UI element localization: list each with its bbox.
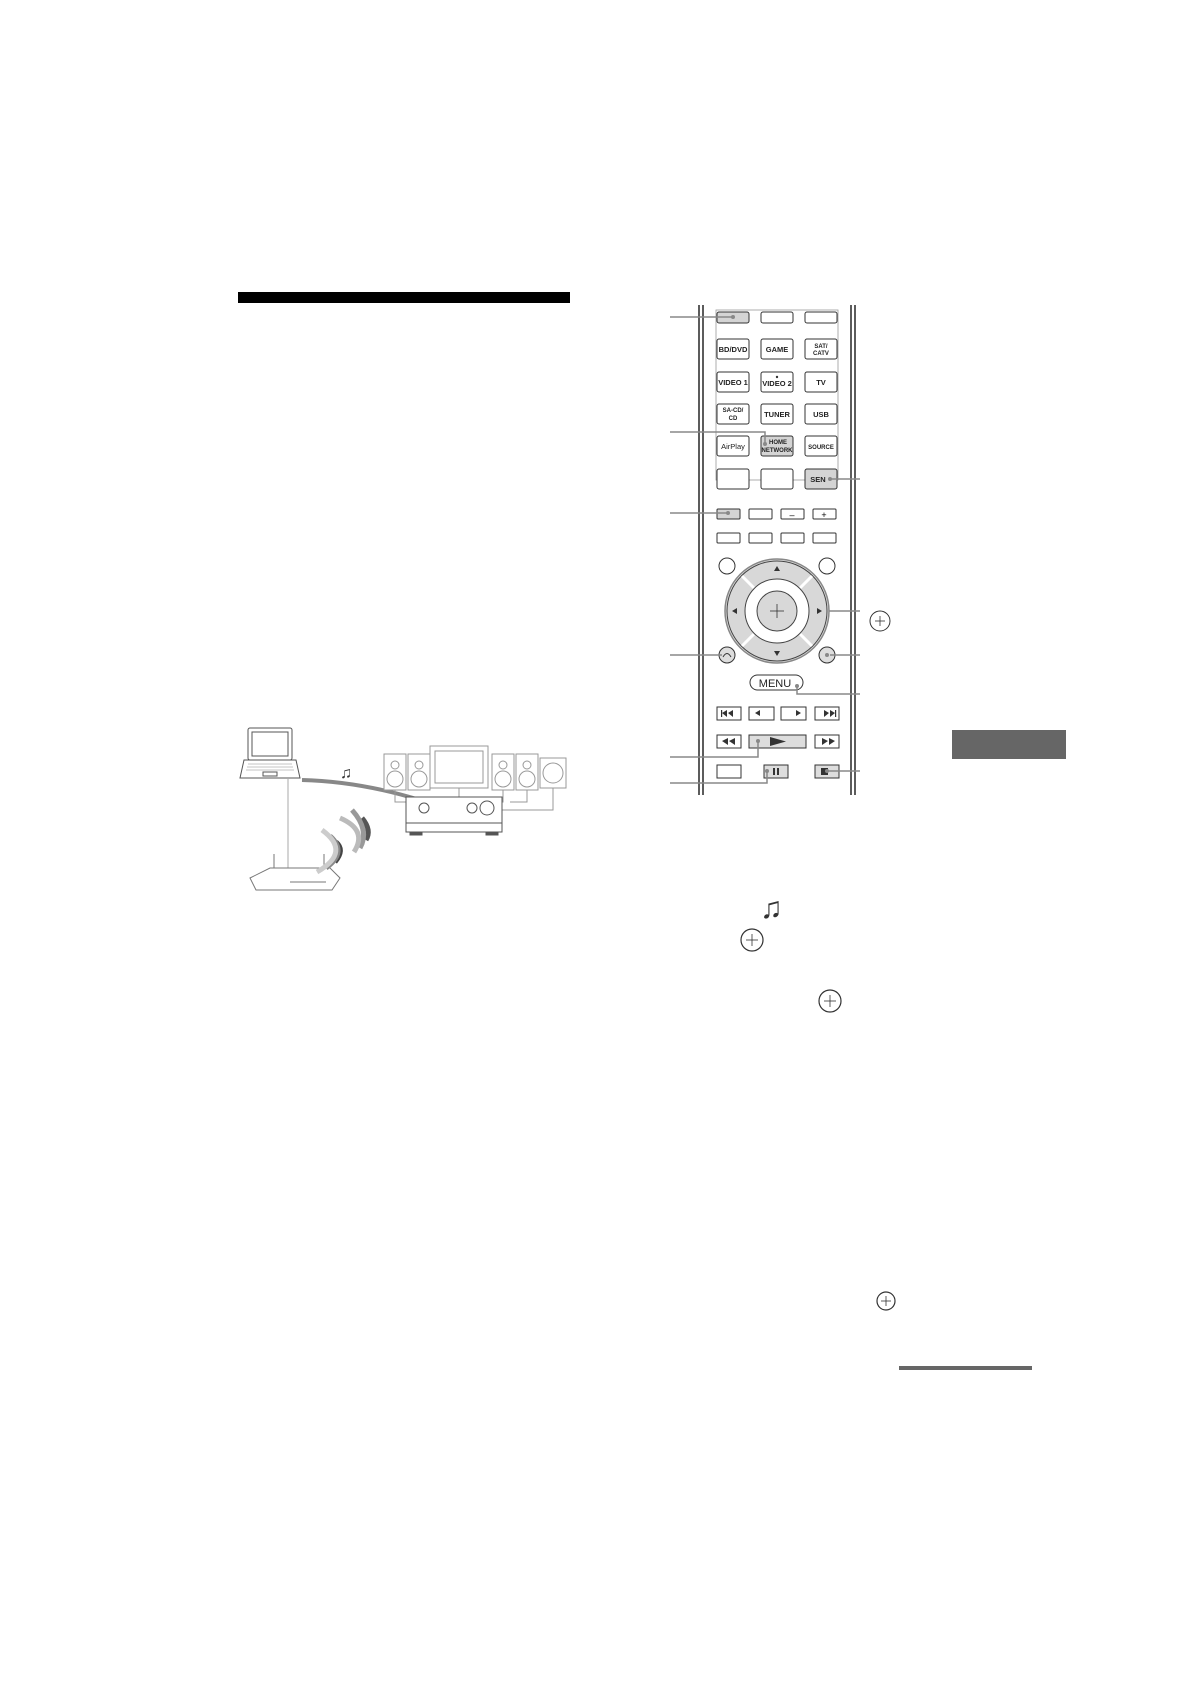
bd-dvd-label: BD/DVD [719, 345, 748, 354]
source-button[interactable] [804, 435, 838, 457]
advance-button [780, 706, 807, 721]
rewind-icon [722, 738, 728, 745]
minus-button [780, 508, 805, 520]
blank-button[interactable] [804, 311, 838, 324]
blank-button[interactable] [760, 468, 794, 490]
game-button[interactable] [760, 338, 794, 360]
video2-button[interactable] [760, 371, 794, 393]
input-buttons[interactable]: BD/DVD GAME SAT/ CATV VIDEO 1 VIDEO 2 TV… [716, 311, 838, 490]
sat-catv-button[interactable] [804, 338, 838, 360]
sacd-cd-label: SA-CD/ [723, 408, 744, 414]
back-arrow-icon [722, 653, 732, 658]
svg-text:NETWORK: NETWORK [762, 448, 794, 454]
chapter-side-tab [952, 730, 1066, 759]
usb-label: USB [813, 410, 829, 419]
enter-icon [818, 989, 842, 1013]
video1-button[interactable] [716, 371, 750, 393]
tuner-button[interactable] [760, 403, 794, 425]
svg-text:CATV: CATV [813, 351, 829, 357]
pause-button [763, 764, 789, 779]
network-diagram: ♫ [239, 727, 567, 891]
play-icon [770, 737, 786, 746]
remote-control-diagram: BD/DVD GAME SAT/ CATV VIDEO 1 VIDEO 2 TV… [670, 305, 891, 795]
router-icon [249, 854, 341, 891]
up-arrow-icon [774, 566, 780, 571]
source-label: SOURCE [808, 445, 834, 451]
svg-text:CD: CD [729, 416, 738, 422]
airplay-button[interactable] [716, 435, 750, 457]
tuner-label: TUNER [764, 410, 790, 419]
menu-button[interactable] [749, 674, 804, 691]
navigation-pad[interactable] [724, 558, 830, 664]
music-note-icon: ♫ [340, 765, 352, 782]
home-network-label: HOME [769, 440, 787, 446]
advance-icon [796, 710, 801, 716]
right-arrow-icon [817, 608, 822, 614]
video2-label: VIDEO 2 [762, 379, 792, 388]
video1-label: VIDEO 1 [718, 378, 748, 387]
down-arrow-icon [774, 651, 780, 656]
home-network-button[interactable] [760, 435, 794, 457]
tv-button[interactable] [804, 371, 838, 393]
enter-icon [770, 604, 784, 618]
enter-icon [740, 928, 764, 952]
section-heading-bar [238, 292, 570, 303]
replay-icon [755, 710, 760, 716]
svg-text:–: – [789, 510, 794, 520]
av-receiver-icon [405, 796, 503, 836]
prev-icon [722, 710, 727, 717]
bd-dvd-button[interactable] [716, 338, 750, 360]
sacd-cd-button[interactable] [716, 403, 750, 425]
sen-label: SEN [810, 475, 825, 484]
game-label: GAME [766, 345, 789, 354]
enter-icon [876, 1291, 896, 1311]
laptop-icon [239, 727, 301, 779]
left-arrow-icon [732, 608, 737, 614]
menu-label: MENU [759, 678, 791, 690]
wifi-waves-icon [315, 808, 371, 875]
speaker-system [383, 745, 567, 811]
pause-icon [773, 768, 775, 775]
tactile-dot-icon [775, 375, 779, 379]
rewind-button [716, 734, 742, 749]
ff-icon [829, 738, 835, 745]
next-icon [830, 710, 835, 717]
svg-text:+: + [821, 510, 826, 520]
function-buttons[interactable]: – + [716, 508, 837, 544]
plus-button [812, 508, 837, 520]
display-button[interactable] [818, 557, 836, 575]
callout-lines [670, 316, 860, 784]
remote-outline [698, 305, 856, 795]
blank-button[interactable] [716, 468, 750, 490]
airplay-label: AirPlay [721, 442, 745, 451]
blank-button [716, 764, 742, 779]
music-note-icon: ♫ [760, 892, 783, 925]
blank-button[interactable] [760, 311, 794, 324]
tv-label: TV [816, 378, 826, 387]
continued-rule [899, 1366, 1032, 1370]
stop-icon [821, 768, 828, 775]
usb-button[interactable] [804, 403, 838, 425]
options-button[interactable] [718, 557, 736, 575]
replay-button [748, 706, 775, 721]
sat-catv-label: SAT/ [814, 344, 828, 350]
